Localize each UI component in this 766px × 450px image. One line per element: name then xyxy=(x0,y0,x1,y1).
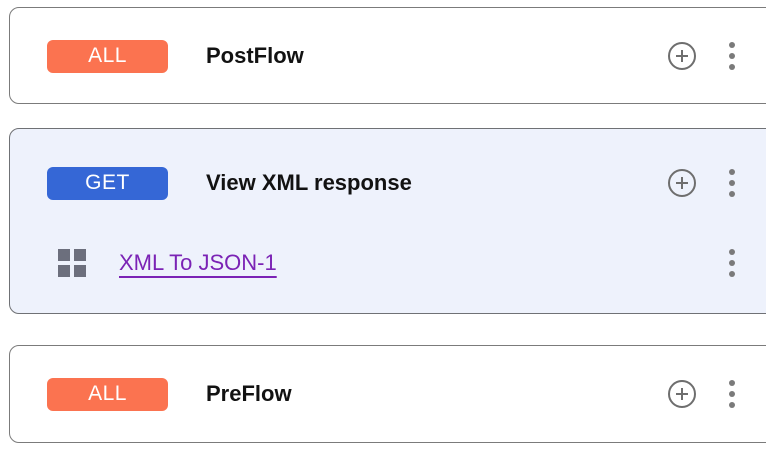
flow-header-row[interactable]: GET View XML response xyxy=(10,159,766,207)
method-badge-get: GET xyxy=(47,166,168,200)
flow-card-postflow[interactable]: ALL PostFlow xyxy=(9,7,766,104)
flow-title: PostFlow xyxy=(206,43,304,68)
policy-step-row[interactable]: XML To JSON-1 xyxy=(10,239,766,287)
plus-circle-icon[interactable] xyxy=(668,169,696,197)
flow-header-row[interactable]: ALL PreFlow xyxy=(10,370,766,418)
plus-circle-icon[interactable] xyxy=(668,380,696,408)
kebab-menu-icon[interactable] xyxy=(723,248,741,278)
policy-link-xml-to-json-1[interactable]: XML To JSON-1 xyxy=(119,250,277,275)
flow-title: View XML response xyxy=(206,170,412,195)
plus-circle-icon[interactable] xyxy=(668,42,696,70)
flow-card-preflow[interactable]: ALL PreFlow xyxy=(9,345,766,443)
flow-title: PreFlow xyxy=(206,381,292,406)
kebab-menu-icon[interactable] xyxy=(723,379,741,409)
kebab-menu-icon[interactable] xyxy=(723,41,741,71)
flow-header-row[interactable]: ALL PostFlow xyxy=(10,32,766,80)
kebab-menu-icon[interactable] xyxy=(723,168,741,198)
flow-row-actions xyxy=(668,168,741,198)
flow-row-actions xyxy=(668,41,741,71)
policy-row-actions xyxy=(723,248,741,278)
flow-row-actions xyxy=(668,379,741,409)
flow-card-view-xml-response[interactable]: GET View XML response XML To JSON-1 xyxy=(9,128,766,314)
method-badge-all: ALL xyxy=(47,377,168,411)
method-badge-all: ALL xyxy=(47,39,168,73)
grid-policy-icon xyxy=(58,249,86,277)
